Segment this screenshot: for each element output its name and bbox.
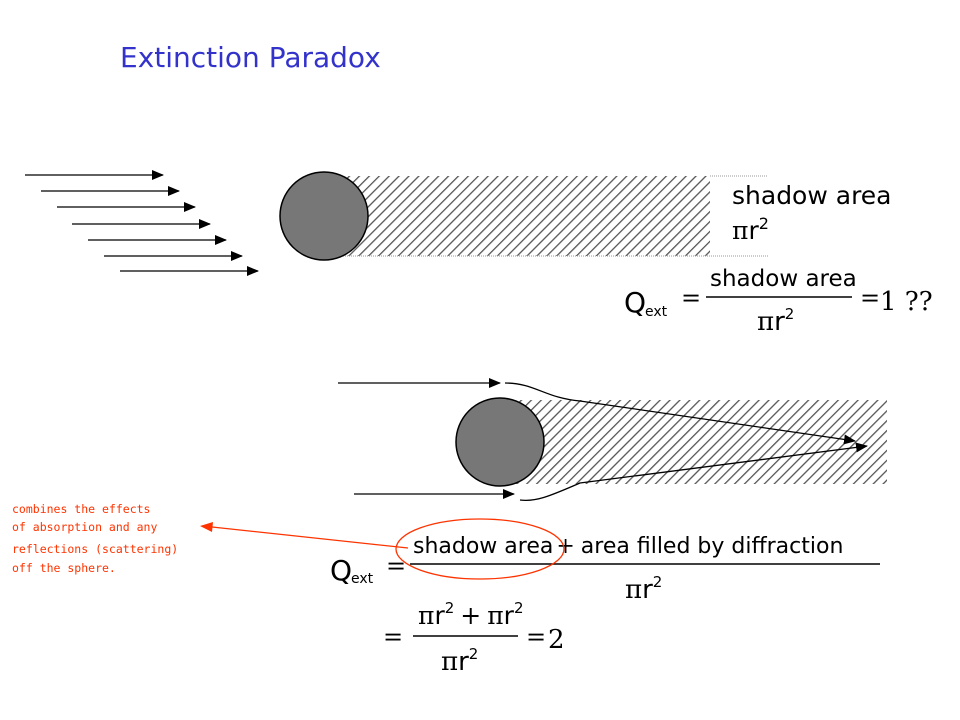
pi-symbol: π: [757, 307, 774, 337]
pi-symbol: π: [441, 647, 458, 677]
shadow-area-label: shadow area: [732, 181, 892, 210]
result-value: 2: [548, 625, 565, 655]
q-subscript: ext: [645, 304, 668, 320]
fraction-numerator: shadow area+ area filled by diffraction: [413, 534, 843, 559]
radius-symbol: r: [458, 647, 469, 677]
diffracted-rays: [504, 382, 868, 502]
note-line: combines the effects: [12, 502, 150, 516]
incident-rays-top: [25, 170, 259, 276]
equals-sign: =: [681, 284, 701, 312]
page-title: Extinction Paradox: [120, 41, 381, 74]
q-symbol: Q: [624, 286, 646, 319]
equation-3: = πr2+πr2 πr2 = 2: [383, 599, 565, 677]
equals-sign: =: [526, 623, 546, 651]
annotation-note: combines the effects of absorption and a…: [12, 502, 178, 575]
result-value: 1 ??: [880, 287, 933, 317]
note-arrowhead: [200, 522, 213, 532]
exponent: 2: [759, 214, 769, 233]
radius-symbol: r: [774, 307, 785, 337]
q-subscript: ext: [351, 571, 374, 587]
sphere-bottom: [455, 397, 545, 487]
exponent: 2: [469, 645, 479, 663]
equation-2: Q ext = shadow area+ area filled by diffr…: [330, 534, 880, 605]
exponent: 2: [785, 305, 795, 323]
shadow-region-top: [325, 176, 710, 256]
equals-sign: =: [386, 552, 406, 580]
fraction-denominator: πr2: [625, 573, 662, 605]
plus-sign: +: [556, 534, 574, 559]
radius-symbol: r: [504, 601, 515, 630]
numerator-diffraction-area: area filled by diffraction: [581, 534, 844, 559]
numerator-shadow-area: shadow area: [413, 534, 553, 559]
fraction-denominator: πr2: [441, 645, 478, 677]
sphere-top: [279, 171, 369, 261]
radius-symbol: r: [748, 216, 759, 245]
diffracted-ray-upper: [504, 382, 856, 445]
equals-sign: =: [860, 284, 880, 312]
note-line: reflections (scattering): [12, 542, 178, 556]
incident-rays-bottom: [338, 378, 515, 499]
shadow-region-bottom: [500, 400, 887, 484]
note-arrow: [211, 526, 409, 549]
radius-symbol: r: [642, 575, 653, 605]
fraction-numerator: πr2+πr2: [418, 599, 523, 630]
pi-symbol: π: [487, 601, 503, 630]
note-line: of absorption and any: [12, 520, 157, 534]
pi-symbol: π: [418, 601, 434, 630]
plus-sign: +: [460, 601, 481, 630]
note-line: off the sphere.: [12, 561, 116, 575]
fraction-numerator: shadow area: [710, 266, 857, 292]
equals-sign: =: [383, 623, 403, 651]
radius-symbol: r: [434, 601, 445, 630]
exponent: 2: [514, 599, 524, 617]
fraction-denominator: πr2: [757, 305, 794, 337]
shadow-area-formula: πr2: [732, 214, 769, 245]
exponent: 2: [445, 599, 455, 617]
highlight-ellipse: [395, 518, 565, 580]
pi-symbol: π: [732, 216, 748, 245]
equation-1: Q ext = shadow area πr2 = 1 ??: [624, 266, 933, 337]
diffracted-ray-lower: [519, 442, 868, 502]
pi-symbol: π: [625, 575, 642, 605]
exponent: 2: [653, 573, 663, 591]
q-symbol: Q: [330, 554, 352, 587]
